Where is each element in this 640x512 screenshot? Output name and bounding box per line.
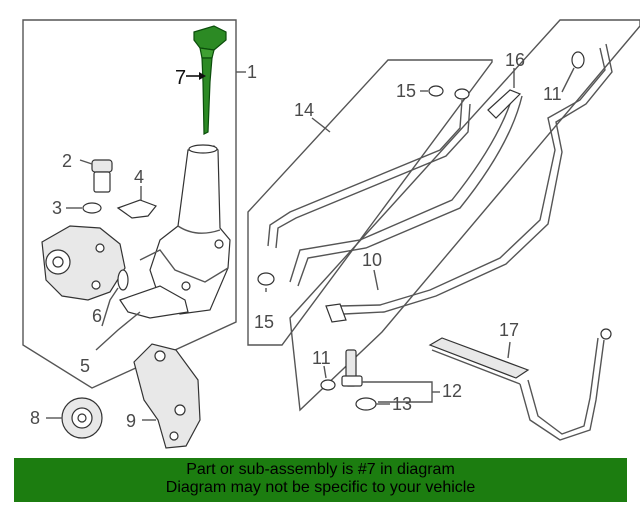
- callout-11-upper: 11: [543, 84, 562, 104]
- callout-4: 4: [134, 167, 144, 187]
- part-info-banner: Part or sub-assembly is #7 in diagram Di…: [14, 458, 627, 502]
- callout-8: 8: [30, 408, 40, 428]
- seal-part: [117, 269, 129, 291]
- banner-line-2: Diagram may not be specific to your vehi…: [165, 479, 476, 496]
- hose-panel-outline: [247, 59, 493, 346]
- callout-10: 10: [362, 250, 382, 270]
- bracket-clip-part: [116, 199, 157, 219]
- o-ring-part: [82, 202, 102, 214]
- callout-15-upper: 15: [396, 81, 416, 101]
- callout-2: 2: [62, 151, 72, 171]
- callout-1: 1: [247, 62, 257, 82]
- cooler-line-panel-outline: [289, 19, 640, 412]
- callout-14: 14: [294, 100, 314, 120]
- reservoir-part: [119, 144, 231, 319]
- dipstick-cap-part: [193, 25, 227, 135]
- o-ring-11-lower: [320, 379, 336, 391]
- o-ring-15-lower: [257, 272, 275, 286]
- mount-bracket-part: [133, 343, 201, 449]
- cooler-part: [428, 328, 612, 441]
- pressure-hose-part: [267, 88, 471, 249]
- callout-17: 17: [499, 320, 519, 340]
- o-ring-13: [355, 397, 377, 411]
- callout-7: 7: [175, 67, 186, 89]
- fitting-12-part: [341, 349, 363, 387]
- callout-3: 3: [52, 198, 62, 218]
- pump-part: [41, 225, 126, 301]
- fitting-part: [91, 159, 113, 193]
- callout-15-lower: 15: [254, 312, 274, 332]
- callout-13: 13: [392, 394, 412, 414]
- callout-12: 12: [442, 381, 462, 401]
- callout-16: 16: [505, 50, 525, 70]
- callout-11-lower: 11: [312, 348, 331, 368]
- callout-9: 9: [126, 411, 136, 431]
- callout-7-arrow: [186, 72, 206, 80]
- banner-line-1: Part or sub-assembly is #7 in diagram: [186, 461, 455, 478]
- callout-6: 6: [92, 306, 102, 326]
- pulley-part: [61, 397, 103, 439]
- o-ring-15-upper: [428, 85, 444, 97]
- leader-lines: [46, 67, 575, 421]
- callout-5: 5: [80, 356, 90, 376]
- return-hose-part: [289, 89, 523, 287]
- cooler-line-part: [325, 43, 613, 323]
